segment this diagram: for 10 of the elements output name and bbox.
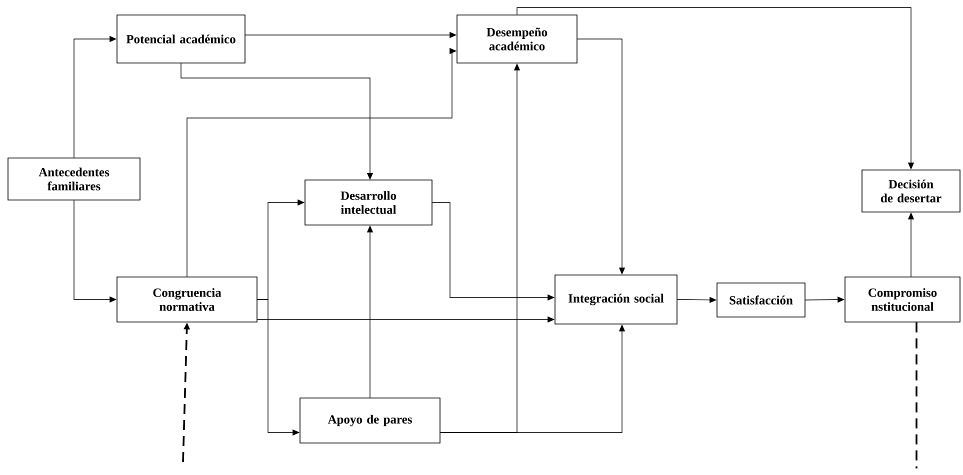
process-box: Compromiso nstitucional xyxy=(844,276,960,322)
process-box: Desarrollo intelectual xyxy=(304,180,432,226)
process-box: Satisfacción xyxy=(716,282,806,318)
process-box: Potencial académico xyxy=(116,14,246,64)
process-box: Apoyo de pares xyxy=(300,398,440,444)
process-box: Desempeño académico xyxy=(456,14,578,64)
process-box: Antecedentes familiares xyxy=(8,158,140,200)
process-box: Decisión de desertar xyxy=(862,170,960,212)
process-box: Congruencia normativa xyxy=(116,276,258,322)
process-box: Integración social xyxy=(554,274,678,324)
